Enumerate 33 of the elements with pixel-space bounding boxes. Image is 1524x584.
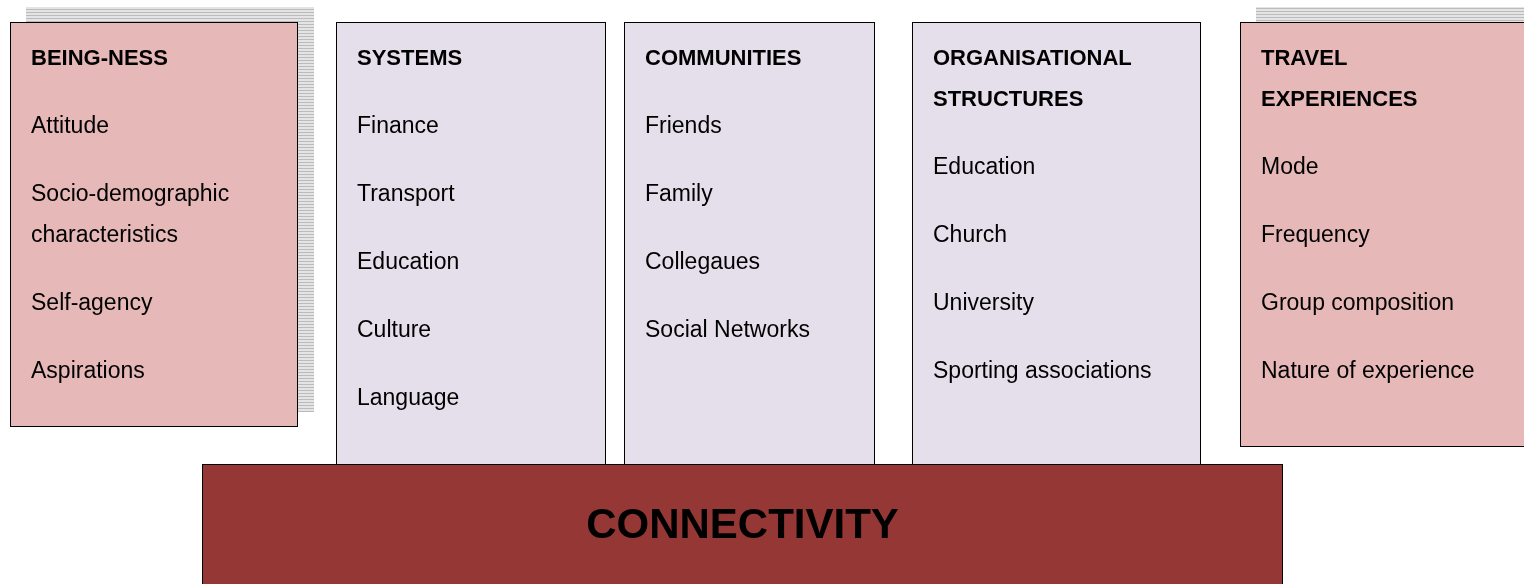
- box-heading: COMMUNITIES: [645, 44, 803, 72]
- box-heading: BEING-NESS: [31, 44, 169, 72]
- box-heading: TRAVEL EXPERIENCES: [1261, 44, 1419, 113]
- box-heading: SYSTEMS: [357, 44, 464, 72]
- list-item: Frequency: [1261, 220, 1371, 249]
- banner-title: CONNECTIVITY: [585, 499, 900, 549]
- box-heading: ORGANISATIONAL STRUCTURES: [933, 44, 1133, 113]
- list-item: Sporting associations: [933, 356, 1153, 385]
- list-item: Finance: [357, 111, 440, 140]
- list-item: Nature of experience: [1261, 356, 1476, 385]
- list-item: Church: [933, 220, 1009, 249]
- list-item: Friends: [645, 111, 723, 140]
- list-item: Group composition: [1261, 288, 1456, 317]
- list-item: Culture: [357, 315, 433, 344]
- list-item: Collegaues: [645, 247, 762, 276]
- list-item: Social Networks: [645, 315, 811, 344]
- list-item: Family: [645, 179, 714, 208]
- list-item: Aspirations: [31, 356, 146, 385]
- list-item: Attitude: [31, 111, 110, 140]
- list-item: University: [933, 288, 1035, 317]
- list-item: Socio-demographic characteristics: [31, 179, 231, 249]
- category-box: [336, 22, 606, 467]
- list-item: Language: [357, 383, 461, 412]
- list-item: Mode: [1261, 152, 1320, 181]
- list-item: Self-agency: [31, 288, 154, 317]
- category-box: [624, 22, 875, 467]
- list-item: Education: [933, 152, 1037, 181]
- banner-box: [202, 464, 1283, 584]
- list-item: Transport: [357, 179, 456, 208]
- category-box: [912, 22, 1201, 467]
- category-box: [1240, 22, 1524, 447]
- category-box: [10, 22, 298, 427]
- list-item: Education: [357, 247, 461, 276]
